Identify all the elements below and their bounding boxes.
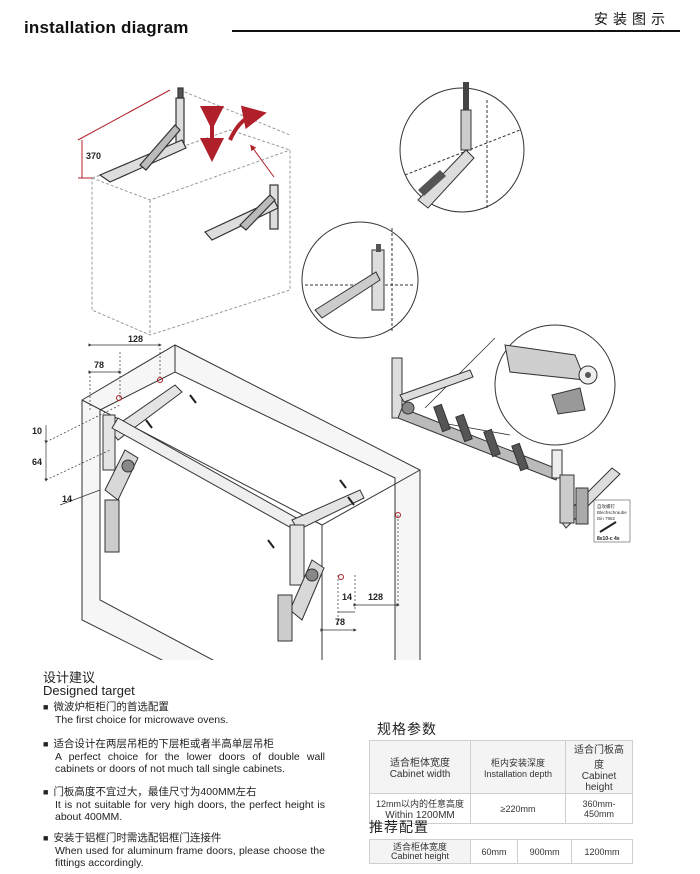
dim-64: 64 (32, 457, 42, 467)
title-rule (232, 30, 680, 32)
detail-circle-mid (301, 221, 419, 339)
dim-78-right: 78 (335, 617, 345, 627)
bullet-2: 适合设计在两层吊柜的下层柜或者半高单层吊柜 A perfect choice f… (43, 738, 325, 776)
dim-14-right: 14 (342, 592, 352, 602)
design-title-cn: 设计建议 (43, 670, 96, 685)
dimension-lines-right (320, 515, 400, 632)
dim-10: 10 (32, 426, 42, 436)
detail-circle-large (424, 324, 616, 446)
svg-text:自攻螺钉: 自攻螺钉 (597, 503, 615, 510)
motion-arrows (200, 105, 275, 178)
dim-78-top: 78 (94, 360, 104, 370)
hinge-sketch-1 (98, 87, 187, 183)
dim-128-right: 128 (368, 592, 383, 602)
marker-dots (116, 377, 401, 580)
svg-text:Blechschraube: Blechschraube (597, 510, 627, 515)
spec-title: 规格参数 (377, 721, 437, 737)
svg-text:8x10-c 4x: 8x10-c 4x (597, 536, 620, 542)
cabinet-top-sketch (91, 89, 291, 336)
recommend-value-1: 60mm (469, 839, 519, 864)
svg-text:Din 7982: Din 7982 (597, 516, 616, 521)
page-title-cn: 安装图示 (594, 11, 670, 27)
lift-arm-right (277, 489, 365, 642)
bullet-3: 门板高度不宜过大，最佳尺寸为400MM左右 It is not suitable… (43, 786, 325, 824)
spec-row-depth: ≥220mm (470, 793, 566, 824)
dim-128-top: 128 (128, 334, 143, 344)
bullet-4: 安装于铝框门时需选配铝框门连接件 When used for aluminum … (43, 832, 325, 870)
installation-diagram: 370 (32, 82, 631, 660)
dim-370-label: 370 (86, 151, 101, 161)
bullet-1: 微波炉柜柜门的首选配置 The first choice for microwa… (43, 701, 325, 726)
dim-14-left: 14 (62, 494, 72, 504)
recommend-value-3: 1200mm (571, 839, 633, 864)
screw-note: 自攻螺钉 Blechschraube Din 7982 8x10-c 4x (593, 499, 631, 543)
dimension-370 (77, 89, 171, 179)
recommend-title: 推荐配置 (369, 819, 429, 835)
rod-assembly (391, 357, 621, 529)
screws (145, 394, 355, 549)
design-title-en: Designed target (43, 683, 135, 698)
spec-row-height: 360mm-450mm (565, 793, 633, 824)
detail-circle-top (399, 82, 525, 213)
hinge-sketch-2 (204, 184, 279, 241)
recommend-value-2: 900mm (517, 839, 573, 864)
dimension-lines-left (44, 343, 162, 506)
page-title: installation diagram (24, 18, 189, 37)
